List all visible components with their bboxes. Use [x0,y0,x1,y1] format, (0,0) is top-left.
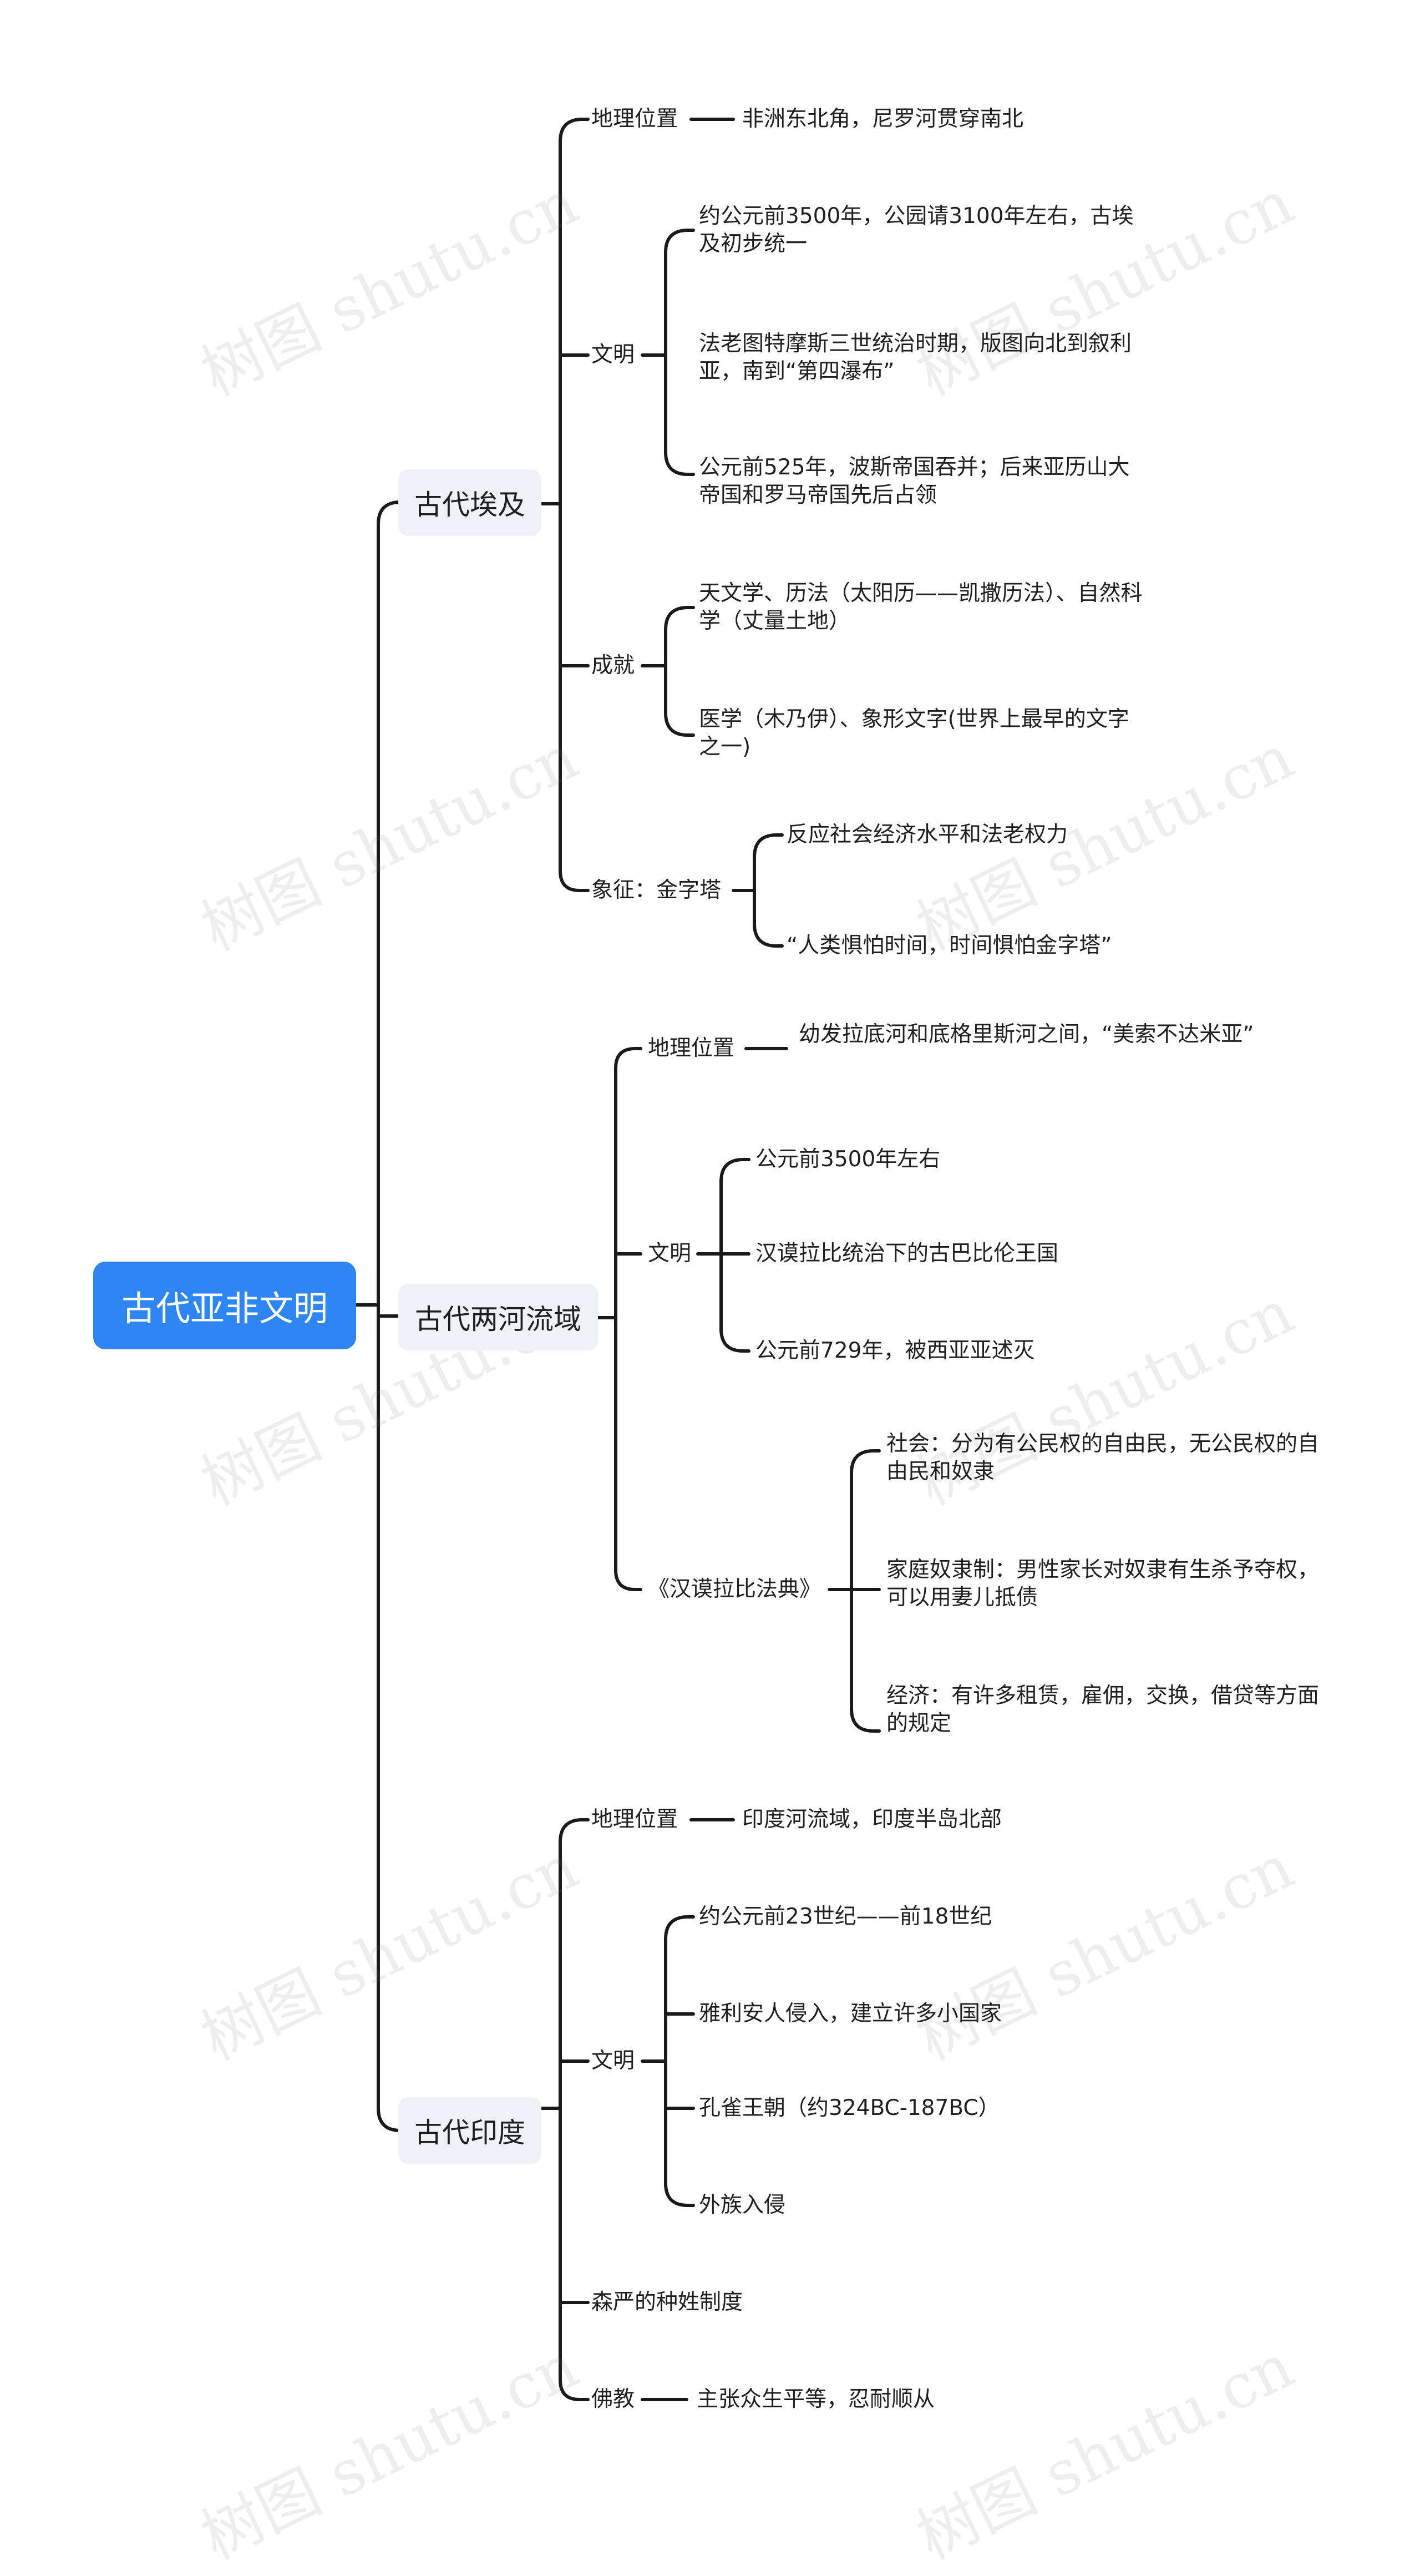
egypt-civ-item[interactable]: 法老图特摩斯三世统治时期，版图向北到叙利亚，南到“第四瀑布” [699,331,1132,384]
meso-code-item[interactable]: 社会：分为有公民权的自由民，无公民权的自由民和奴隶 [886,1431,1320,1484]
egypt-civ-item[interactable]: 约公元前3500年，公园请3100年左右，古埃及初步统一 [699,204,1134,256]
meso-civ-item[interactable]: 汉谟拉比统治下的古巴比伦王国 [755,1241,1059,1266]
egypt-sym-item[interactable]: “人类惧怕时间，时间惧怕金字塔” [787,933,1112,958]
india-civ-item[interactable]: 孔雀王朝（约324BC-187BC） [699,2096,1000,2120]
meso-geo-value[interactable]: 幼发拉底河和底格里斯河之间，“美索不达米亚” [799,1022,1254,1047]
egypt-ach-item[interactable]: 天文学、历法（太阳历——凯撒历法）、自然科学（丈量土地） [699,581,1143,634]
topic-mesopotamia[interactable]: 古代两河流域 [398,1284,598,1350]
india-civ-item[interactable]: 约公元前23世纪——前18世纪 [699,1904,992,1929]
india-bud-label[interactable]: 佛教 [591,2387,635,2412]
india-geo-label[interactable]: 地理位置 [591,1807,678,1832]
meso-civ-item[interactable]: 公元前3500年左右 [755,1147,941,1172]
mind-map-canvas: 树图 shutu.cn 树图 shutu.cn 树图 shutu.cn 树图 s… [93,107,1320,2573]
egypt-sym-item[interactable]: 反应社会经济水平和法老权力 [787,822,1068,847]
egypt-ach-label[interactable]: 成就 [591,653,635,678]
india-bud-value[interactable]: 主张众生平等，忍耐顺从 [697,2387,935,2412]
meso-geo-label[interactable]: 地理位置 [648,1036,735,1061]
meso-code-item[interactable]: 家庭奴隶制：男性家长对奴隶有生杀予夺权，可以用妻儿抵债 [886,1557,1320,1610]
india-geo-value[interactable]: 印度河流域，印度半岛北部 [742,1807,1002,1832]
egypt-ach-item[interactable]: 医学（木乃伊）、象形文字(世界上最早的文字之一) [699,707,1129,760]
egypt-geo-value[interactable]: 非洲东北角，尼罗河贯穿南北 [742,107,1024,131]
topic-india[interactable]: 古代印度 [398,2097,541,2164]
egypt-geo-label[interactable]: 地理位置 [591,107,678,131]
india-caste[interactable]: 森严的种姓制度 [591,2290,743,2315]
meso-code-item[interactable]: 经济：有许多租赁，雇佣，交换，借贷等方面的规定 [886,1683,1320,1736]
connector-lines [354,118,881,2401]
meso-civ-label[interactable]: 文明 [648,1241,692,1266]
india-civ-item[interactable]: 雅利安人侵入，建立许多小国家 [699,2001,1002,2026]
meso-code-label[interactable]: 《汉谟拉比法典》 [648,1577,821,1602]
meso-civ-item[interactable]: 公元前729年，被西亚亚述灭 [755,1338,1035,1363]
egypt-civ-label[interactable]: 文明 [591,342,635,367]
egypt-sym-label[interactable]: 象征：金字塔 [591,878,722,903]
egypt-civ-item[interactable]: 公元前525年，波斯帝国吞并；后来亚历山大帝国和罗马帝国先后占领 [699,455,1130,508]
india-civ-item[interactable]: 外族入侵 [699,2193,786,2218]
topic-egypt[interactable]: 古代埃及 [398,469,541,536]
india-civ-label[interactable]: 文明 [591,2048,635,2073]
root-node[interactable]: 古代亚非文明 [93,1262,356,1349]
